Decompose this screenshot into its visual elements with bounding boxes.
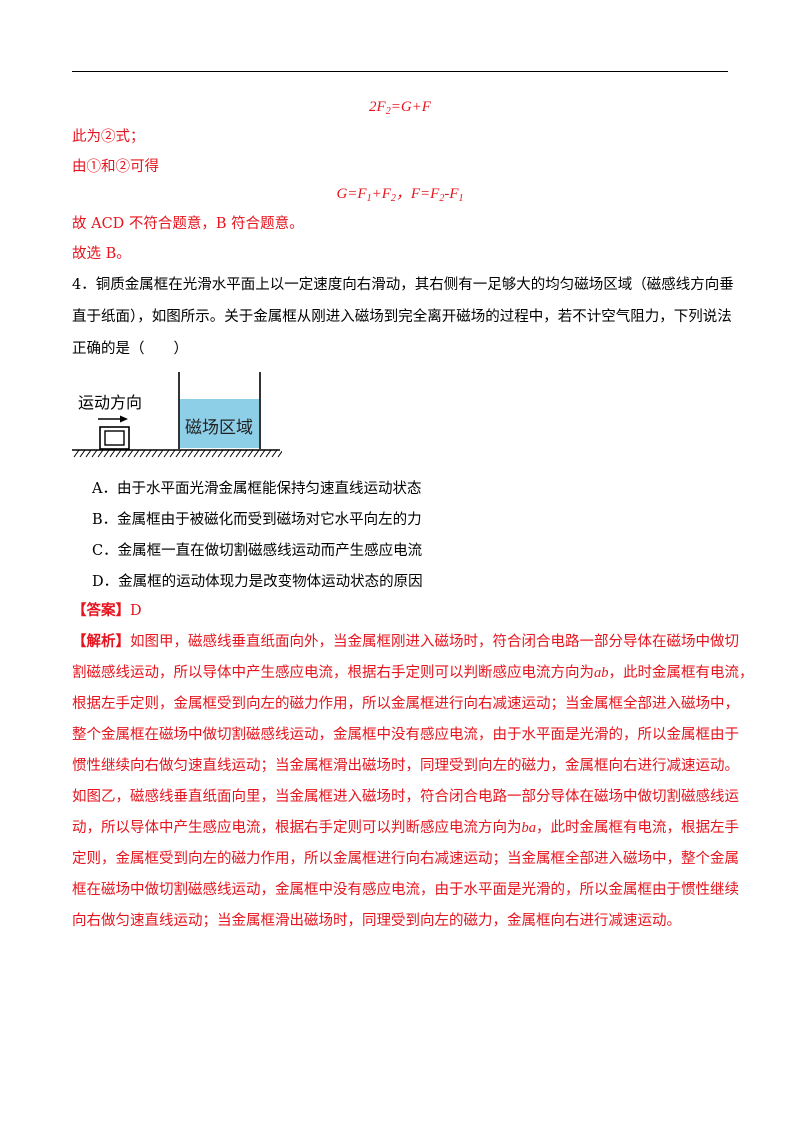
analysis-line-2: 割磁感线运动，所以导体中产生感应电流，根据右手定则可以判断感应电流方向为ab，此… [72, 665, 754, 681]
option-d: D．金属框的运动体现力是改变物体运动状态的原因 [92, 574, 423, 590]
analysis-tag: 【解析】 [72, 633, 130, 650]
option-c: C．金属框一直在做切割磁感线运动而产生感应电流 [92, 543, 423, 559]
question-text-line-1: 4．铜质金属框在光滑水平面上以一定速度向右滑动，其右侧有一足够大的均匀磁场区域（… [72, 277, 734, 293]
motion-arrow-head [120, 415, 128, 423]
metal-frame-inner [104, 430, 125, 446]
question-text-line-2: 直于纸面），如图所示。关于金属框从刚进入磁场到完全离开磁场的过程中，若不计空气阻… [72, 309, 732, 325]
ground-hatching [73, 449, 282, 458]
header-rule [72, 71, 728, 72]
analysis-line-7: 动，所以导体中产生感应电流，根据右手定则可以判断感应电流方向为ba，此时金属框有… [72, 820, 739, 836]
analysis-line-4: 整个金属框在磁场中做切割磁感线运动，金属框中没有感应电流，由于水平面是光滑的，所… [72, 727, 739, 743]
analysis-line-5: 惯性继续向右做匀速直线运动；当金属框滑出磁场时，同理受到向左的磁力，金属框向右进… [72, 758, 739, 774]
equation-result: G=F1+F2，F=F2-F1 [336, 186, 464, 204]
option-a: A．由于水平面光滑金属框能保持匀速直线运动状态 [92, 481, 422, 497]
question-figure: 磁场区域 运动方向 [72, 372, 282, 458]
conclusion-line: 故 ACD 不符合题意，B 符合题意。 [72, 216, 304, 232]
choice-line: 故选 B。 [72, 246, 131, 262]
magnetic-field-fill [180, 399, 259, 448]
analysis-line-8: 定则，金属框受到向左的磁力作用，所以金属框进行向右减速运动；当金属框全部进入磁场… [72, 851, 739, 867]
answer-value: D [130, 603, 142, 619]
analysis-line-3: 根据左手定则，金属框受到向左的磁力作用，所以金属框进行向右减速运动；当金属框全部… [72, 696, 739, 712]
answer-line: 【答案】D [72, 601, 142, 621]
equation-2-label: 此为②式； [72, 129, 145, 145]
analysis-line-9: 框在磁场中做切割磁感线运动，金属框中没有感应电流，由于水平面是光滑的，所以金属框… [72, 882, 739, 898]
field-label: 磁场区域 [185, 418, 253, 438]
question-text-line-3: 正确的是（ ） [72, 341, 188, 357]
analysis-line-10: 向右做匀速直线运动；当金属框滑出磁场时，同理受到向左的磁力，金属框向右进行减速运… [72, 913, 681, 929]
derivation-intro: 由①和②可得 [72, 159, 159, 175]
equation-2: 2F2=G+F [369, 99, 431, 117]
answer-tag: 【答案】 [72, 602, 130, 619]
motion-label: 运动方向 [78, 393, 142, 412]
option-b: B．金属框由于被磁化而受到磁场对它水平向左的力 [92, 512, 422, 528]
analysis-line-6: 如图乙，磁感线垂直纸面向里，当金属框进入磁场时，符合闭合电路一部分导体在磁场中做… [72, 789, 739, 805]
analysis-line-1: 【解析】如图甲，磁感线垂直纸面向外，当金属框刚进入磁场时，符合闭合电路一部分导体… [72, 633, 739, 650]
